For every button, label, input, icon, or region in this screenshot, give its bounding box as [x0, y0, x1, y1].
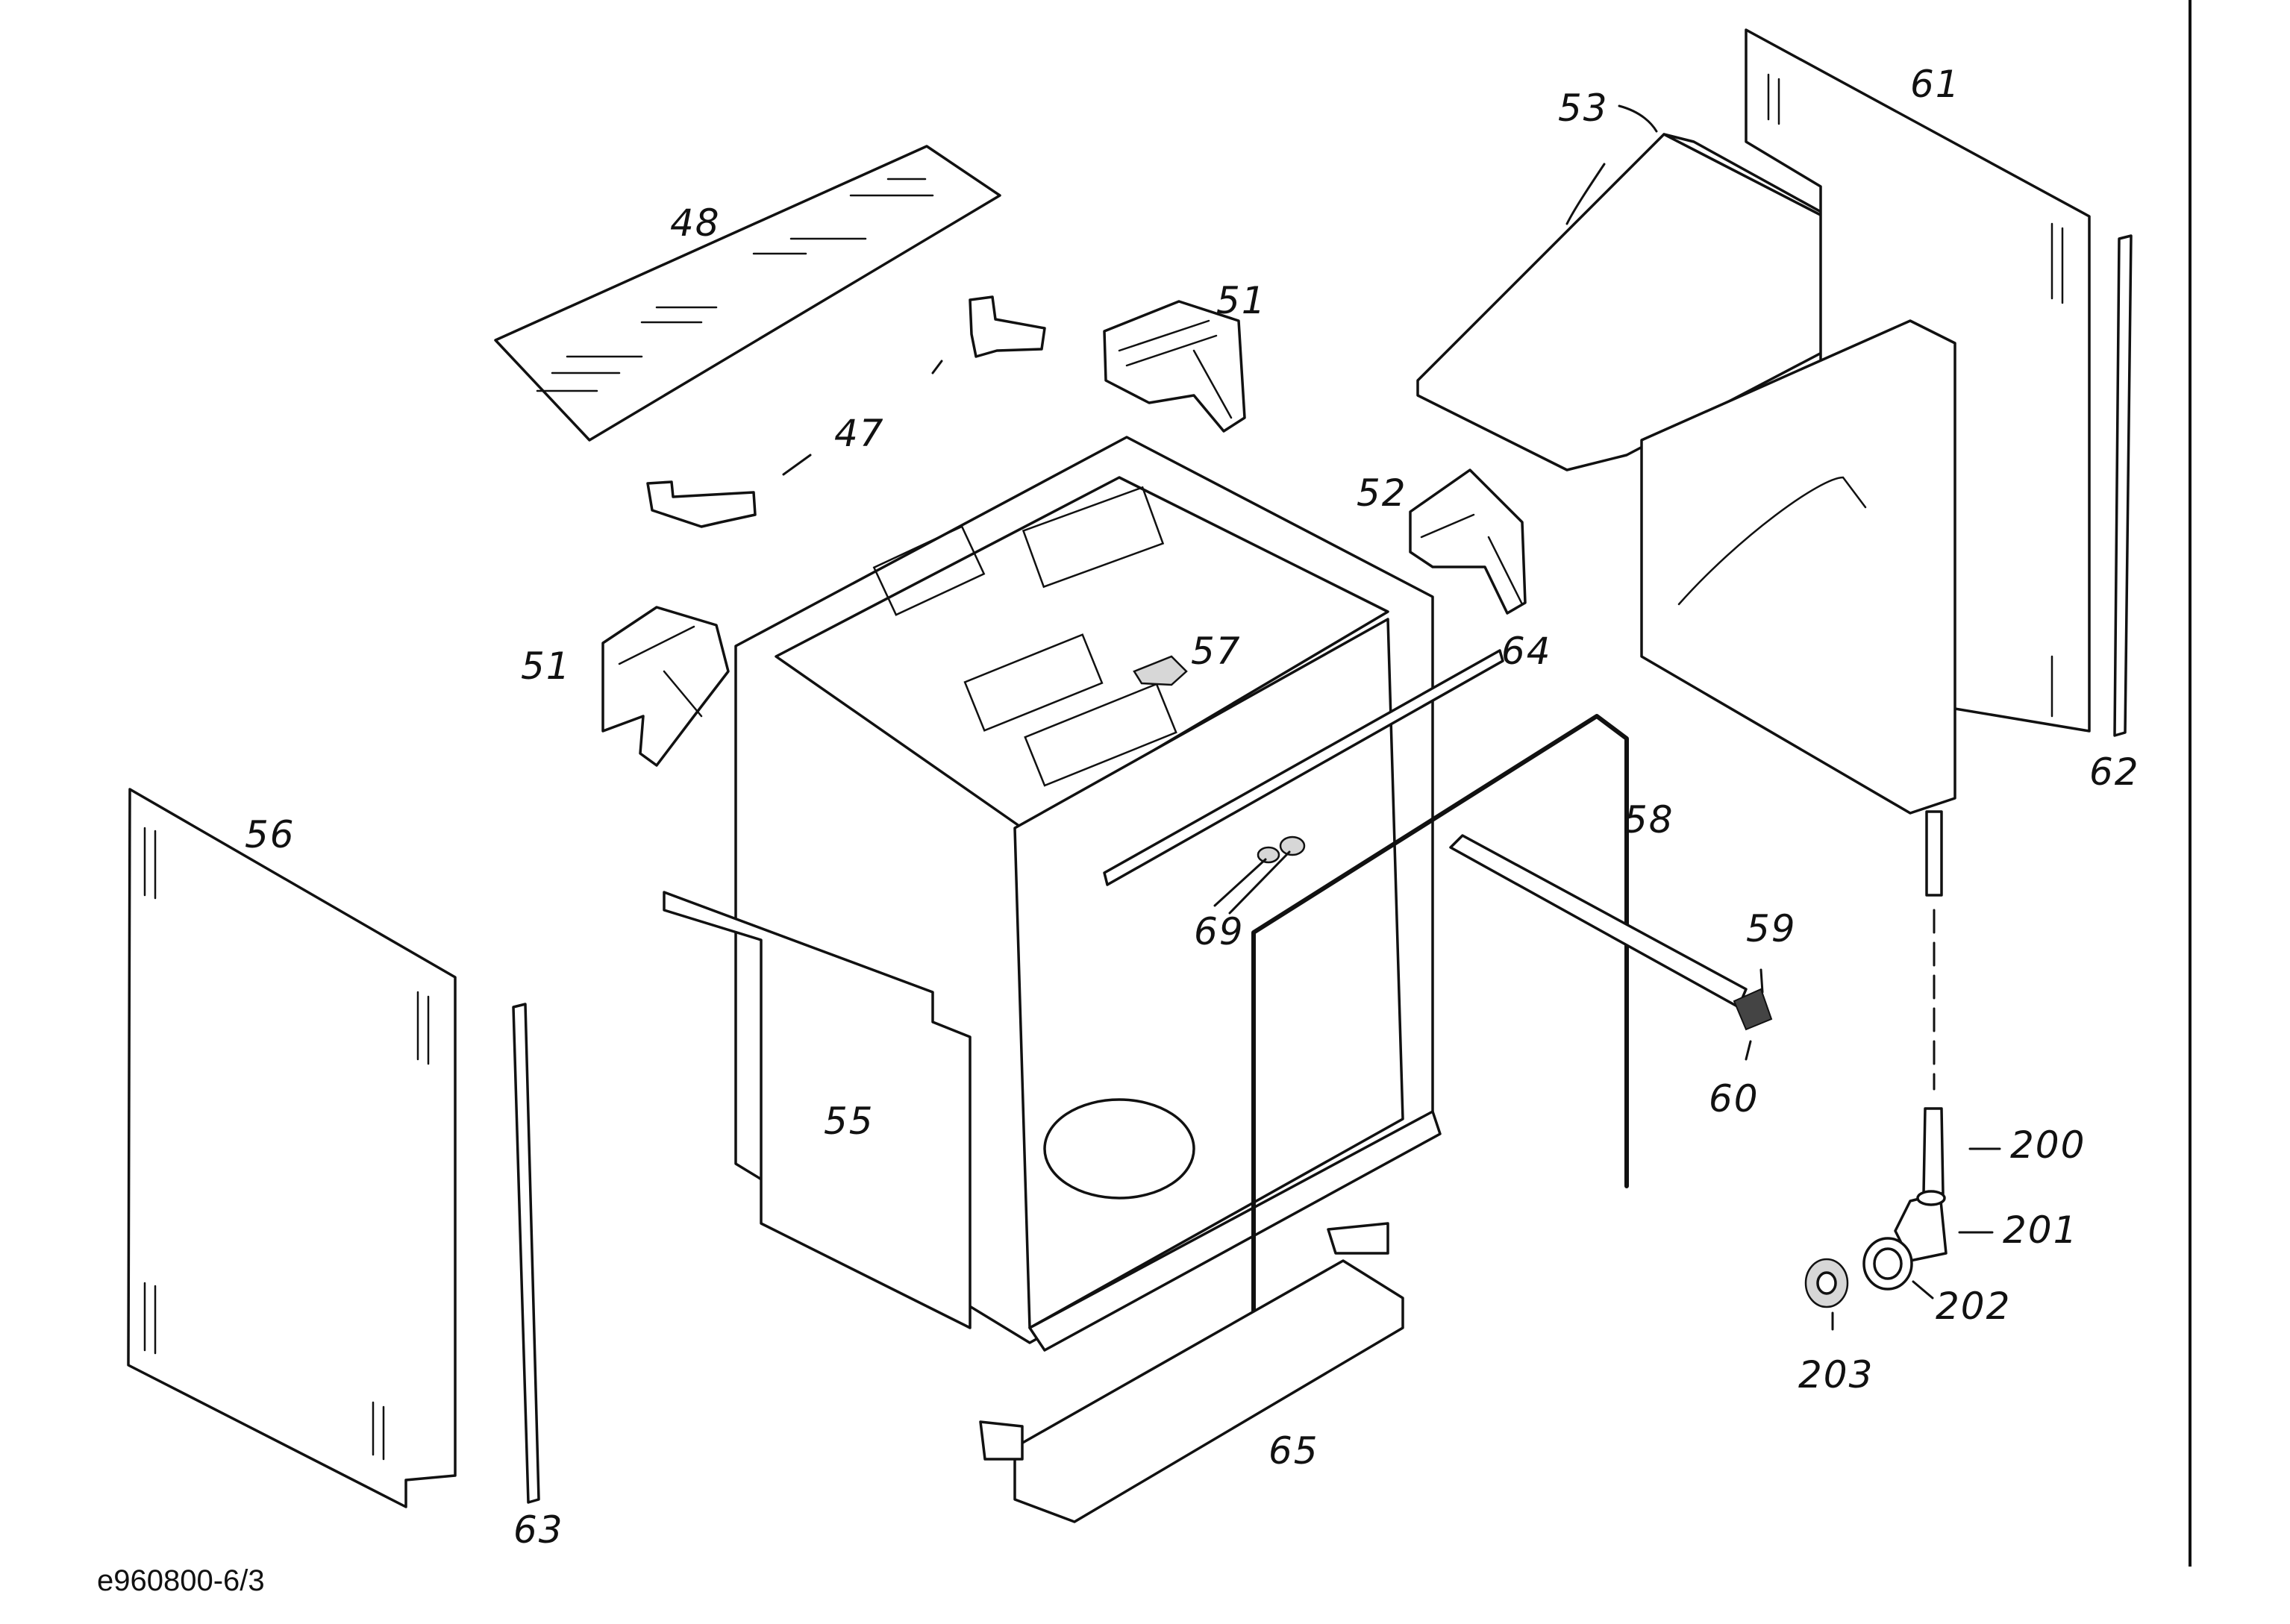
- callout-55: 55: [824, 1100, 875, 1143]
- part-201-elbow-fitting: [1894, 1190, 1948, 1262]
- callout-65: 65: [1268, 1429, 1319, 1473]
- callout-200: 200: [2010, 1123, 2086, 1167]
- callout-51-lower: 51: [521, 645, 572, 688]
- part-rear-panel: [1640, 319, 1956, 815]
- part-65-plinth: [979, 1222, 1404, 1523]
- part-47-bracket-lower: [646, 480, 757, 528]
- callout-56: 56: [245, 813, 295, 856]
- callout-62: 62: [2089, 750, 2140, 794]
- part-56-side-panel-left: [127, 788, 457, 1508]
- callout-48: 48: [670, 201, 721, 245]
- callout-69: 69: [1194, 910, 1245, 953]
- callout-201: 201: [2003, 1208, 2078, 1252]
- callout-57: 57: [1191, 630, 1242, 673]
- part-58-door-seal: [1251, 714, 1629, 1405]
- part-69-screws: [1257, 835, 1306, 864]
- part-59-spray-arm: [1449, 834, 1773, 1031]
- part-62-edge-strip: [2113, 234, 2133, 737]
- part-63-edge-strip: [512, 1003, 540, 1504]
- part-47-bracket-upper: [969, 295, 1046, 358]
- part-51-hinge-housing-lower: [601, 606, 730, 767]
- callout-58: 58: [1624, 798, 1674, 841]
- callout-60: 60: [1709, 1077, 1759, 1120]
- callout-59: 59: [1746, 907, 1797, 950]
- part-52-housing: [1409, 468, 1527, 615]
- part-203-nut: [1804, 1258, 1849, 1308]
- part-202-ring: [1862, 1237, 1913, 1291]
- callout-203: 203: [1798, 1353, 1874, 1396]
- part-57-clip: [1133, 655, 1188, 686]
- callout-64: 64: [1501, 630, 1552, 673]
- part-64-rail: [1103, 649, 1504, 886]
- callout-53: 53: [1558, 87, 1609, 130]
- document-id: e960800-6/3: [97, 1564, 265, 1597]
- callout-47: 47: [834, 412, 885, 455]
- callout-202: 202: [1936, 1285, 2011, 1328]
- part-200-hose: [1922, 810, 1945, 1195]
- leader-lines: [782, 104, 2001, 1331]
- part-51-hinge-housing-upper: [1103, 300, 1246, 433]
- part-48-insulation-mat: [494, 145, 1001, 442]
- callout-51-upper: 51: [1216, 279, 1267, 322]
- callout-52: 52: [1357, 471, 1407, 515]
- part-55-front-panel: [663, 891, 972, 1329]
- callout-61: 61: [1910, 63, 1961, 106]
- callout-63: 63: [513, 1508, 564, 1552]
